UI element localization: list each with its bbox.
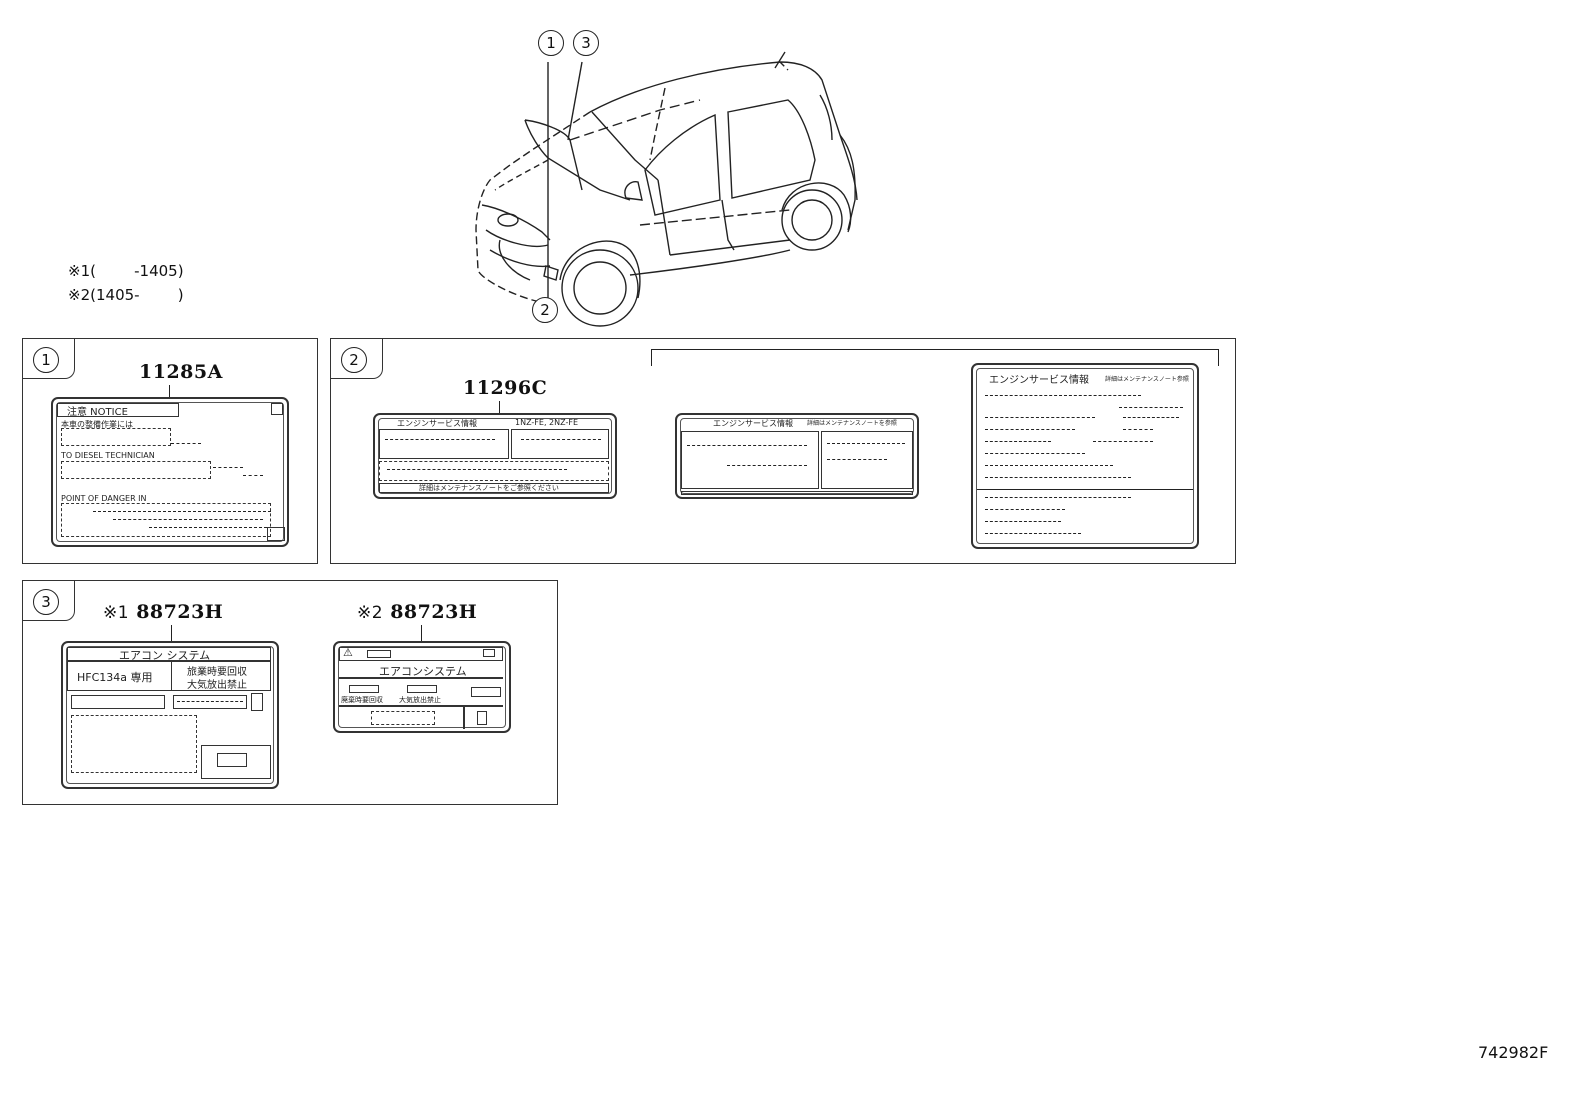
engine-service-label-c: エンジンサービス情報 詳細はメンテナンスノート参照 — [971, 363, 1199, 549]
panel-1: 1 11285A 注意 NOTICE 本車の整備作業には TO DIESEL T… — [22, 338, 318, 564]
note-1-mark: ※1 — [68, 262, 91, 280]
notice-line-2: TO DIESEL TECHNICIAN — [61, 451, 155, 460]
panel-3: 3 ※1 88723H ※2 88723H エアコン システム HFC134a … — [22, 580, 558, 805]
label-a-engine: 1NZ-FE, 2NZ-FE — [515, 418, 578, 427]
ac-system-label-a: エアコン システム HFC134a 専用 旅業時要回収 大気放出禁止 — [61, 641, 279, 789]
ac-a-warn-2: 大気放出禁止 — [187, 680, 247, 691]
note-1-text: ( -1405) — [90, 262, 184, 280]
notice-line-1: 本車の整備作業には — [61, 420, 133, 429]
ac-a-title: エアコン システム — [119, 649, 211, 662]
callout-2: 2 — [532, 297, 558, 323]
note-2-text: (1405- ) — [90, 286, 184, 304]
panel-2-number: 2 — [341, 347, 367, 373]
note-2-mark: ※2 — [68, 286, 91, 304]
label-c-title: エンジンサービス情報 — [989, 375, 1089, 386]
engine-service-label-b: エンジンサービス情報 詳細はメンテナンスノートを参照 — [675, 413, 919, 499]
panel-3-tab — [23, 581, 75, 621]
ac-label-a-mark: ※1 — [103, 603, 130, 623]
ac-b-warning-icon: ⚠ — [343, 646, 353, 659]
note-2: ※2(1405- ) — [68, 286, 184, 304]
panel-2-leader — [499, 401, 500, 415]
label-b-title: エンジンサービス情報 — [713, 419, 793, 428]
label-b-sub: 詳細はメンテナンスノートを参照 — [807, 420, 897, 427]
ac-a-refrigerant: HFC134a 専用 — [77, 671, 153, 684]
callout-1: 1 — [538, 30, 564, 56]
panel-3-number: 3 — [33, 589, 59, 615]
panel-1-number: 1 — [33, 347, 59, 373]
notice-header-box — [57, 403, 179, 417]
label-group-bracket — [651, 349, 1219, 366]
panel-2-part-number: 11296C — [463, 377, 548, 399]
panel-2-tab — [331, 339, 383, 379]
label-a-footer: 詳細はメンテナンスノートをご参照ください — [419, 484, 559, 492]
ac-system-label-b: ⚠ エアコンシステム 廃棄時要回収 大気放出禁止 — [333, 641, 511, 733]
panel-1-leader — [169, 385, 170, 399]
ac-label-b-part-number: 88723H — [390, 601, 478, 623]
ac-b-title: エアコンシステム — [379, 665, 467, 678]
ac-b-small-2: 大気放出禁止 — [399, 696, 441, 704]
label-c-sub: 詳細はメンテナンスノート参照 — [1105, 376, 1189, 383]
ac-label-b-leader — [421, 625, 422, 643]
diagram-id: 742982F — [1478, 1043, 1549, 1062]
vehicle-illustration — [475, 51, 858, 327]
panel-1-tab — [23, 339, 75, 379]
panel-1-part-number: 11285A — [139, 361, 223, 383]
ac-label-a-part: ※1 88723H — [103, 601, 223, 623]
panel-2: 2 11296C エンジンサービス情報 1NZ-FE, 2NZ-FE 詳細はメン… — [330, 338, 1236, 564]
ac-label-b-part: ※2 88723H — [357, 601, 477, 623]
engine-service-label-a: エンジンサービス情報 1NZ-FE, 2NZ-FE 詳細はメンテナンスノートをご… — [373, 413, 617, 499]
ac-a-warn-1: 旅業時要回収 — [187, 667, 247, 678]
note-1: ※1( -1405) — [68, 262, 184, 280]
ac-label-a-part-number: 88723H — [136, 601, 224, 623]
callout-3: 3 — [573, 30, 599, 56]
notice-label: 注意 NOTICE 本車の整備作業には TO DIESEL TECHNICIAN… — [51, 397, 289, 547]
ac-label-b-mark: ※2 — [357, 603, 384, 623]
label-a-title: エンジンサービス情報 — [397, 419, 477, 428]
notice-header: 注意 NOTICE — [67, 407, 128, 418]
ac-b-small-1: 廃棄時要回収 — [341, 696, 383, 704]
ac-label-a-leader — [171, 625, 172, 641]
notice-line-3: POINT OF DANGER IN — [61, 494, 147, 503]
